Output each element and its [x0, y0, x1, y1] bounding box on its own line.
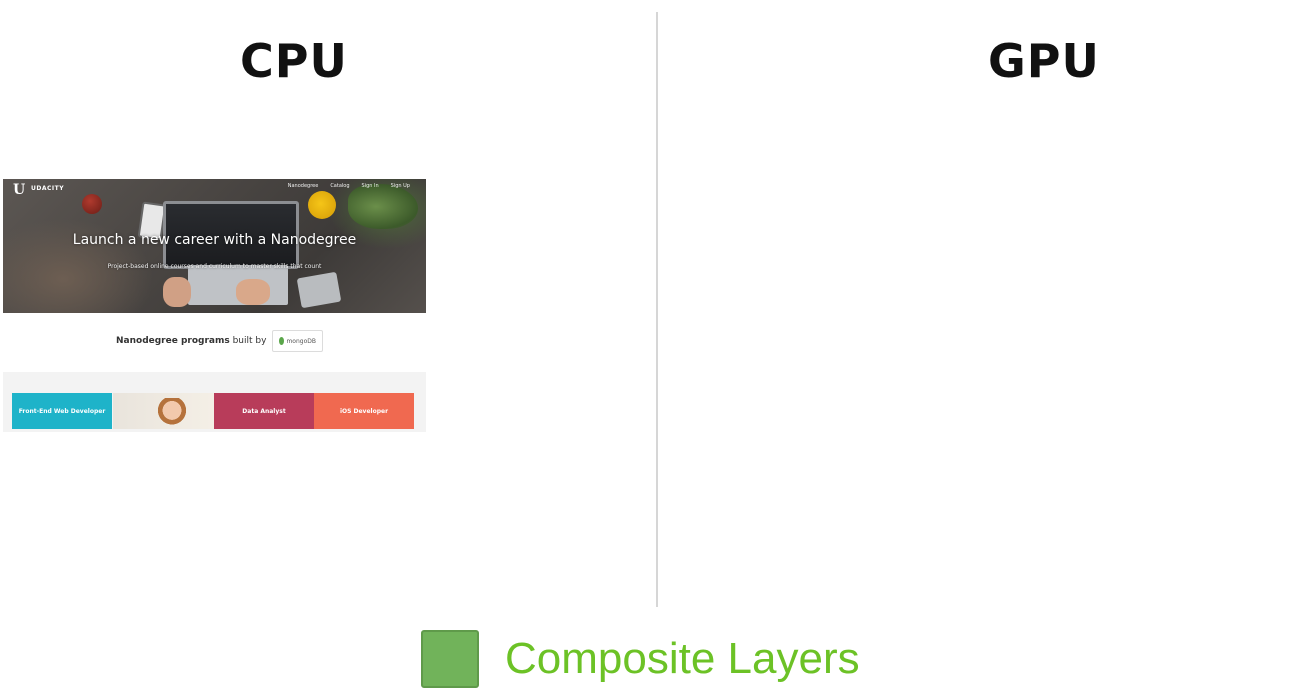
- program-tile-front-end[interactable]: Front-End Web Developer: [12, 393, 112, 429]
- program-tile-data-analyst[interactable]: Data Analyst: [214, 393, 314, 429]
- cpu-column-title: CPU: [240, 34, 348, 88]
- nav-catalog[interactable]: Catalog: [330, 183, 350, 189]
- built-by-text: Nanodegree programs built by: [116, 336, 266, 346]
- built-by-rest: built by: [229, 336, 267, 346]
- hero-subtitle: Project-based online courses and curricu…: [107, 263, 322, 270]
- plant-image: [348, 184, 418, 229]
- hand-image: [236, 279, 270, 305]
- program-tile-ios[interactable]: iOS Developer: [314, 393, 414, 429]
- program-tile-photo[interactable]: [113, 393, 214, 429]
- hero-banner: U UDACITY Nanodegree Catalog Sign In Sig…: [3, 179, 426, 313]
- apple-image: [82, 194, 102, 214]
- built-by-bold: Nanodegree programs: [116, 336, 230, 346]
- partner-badge[interactable]: mongoDB: [272, 330, 323, 352]
- udacity-logo[interactable]: U: [13, 182, 26, 198]
- nav-sign-up[interactable]: Sign Up: [390, 183, 410, 189]
- website-thumbnail: U UDACITY Nanodegree Catalog Sign In Sig…: [3, 179, 426, 439]
- cup-image: [308, 191, 336, 219]
- built-by-row: Nanodegree programs built by mongoDB: [116, 330, 323, 352]
- hand-image: [163, 277, 191, 307]
- legend: Composite Layers: [421, 630, 860, 688]
- leaf-icon: [279, 337, 285, 345]
- partner-name: mongoDB: [286, 337, 316, 345]
- drive-image: [296, 271, 342, 309]
- column-divider: [656, 12, 658, 607]
- site-nav: Nanodegree Catalog Sign In Sign Up: [288, 183, 410, 189]
- composite-layer-swatch: [421, 630, 479, 688]
- udacity-logo-text[interactable]: UDACITY: [31, 185, 65, 192]
- person-photo: [158, 398, 186, 429]
- gpu-column-title: GPU: [988, 34, 1100, 88]
- program-strip: Front-End Web Developer Data Analyst iOS…: [3, 372, 426, 432]
- nav-nanodegree[interactable]: Nanodegree: [287, 183, 319, 189]
- legend-label: Composite Layers: [505, 634, 860, 683]
- nav-sign-in[interactable]: Sign In: [361, 183, 379, 189]
- hero-title: Launch a new career with a Nanodegree: [72, 232, 357, 248]
